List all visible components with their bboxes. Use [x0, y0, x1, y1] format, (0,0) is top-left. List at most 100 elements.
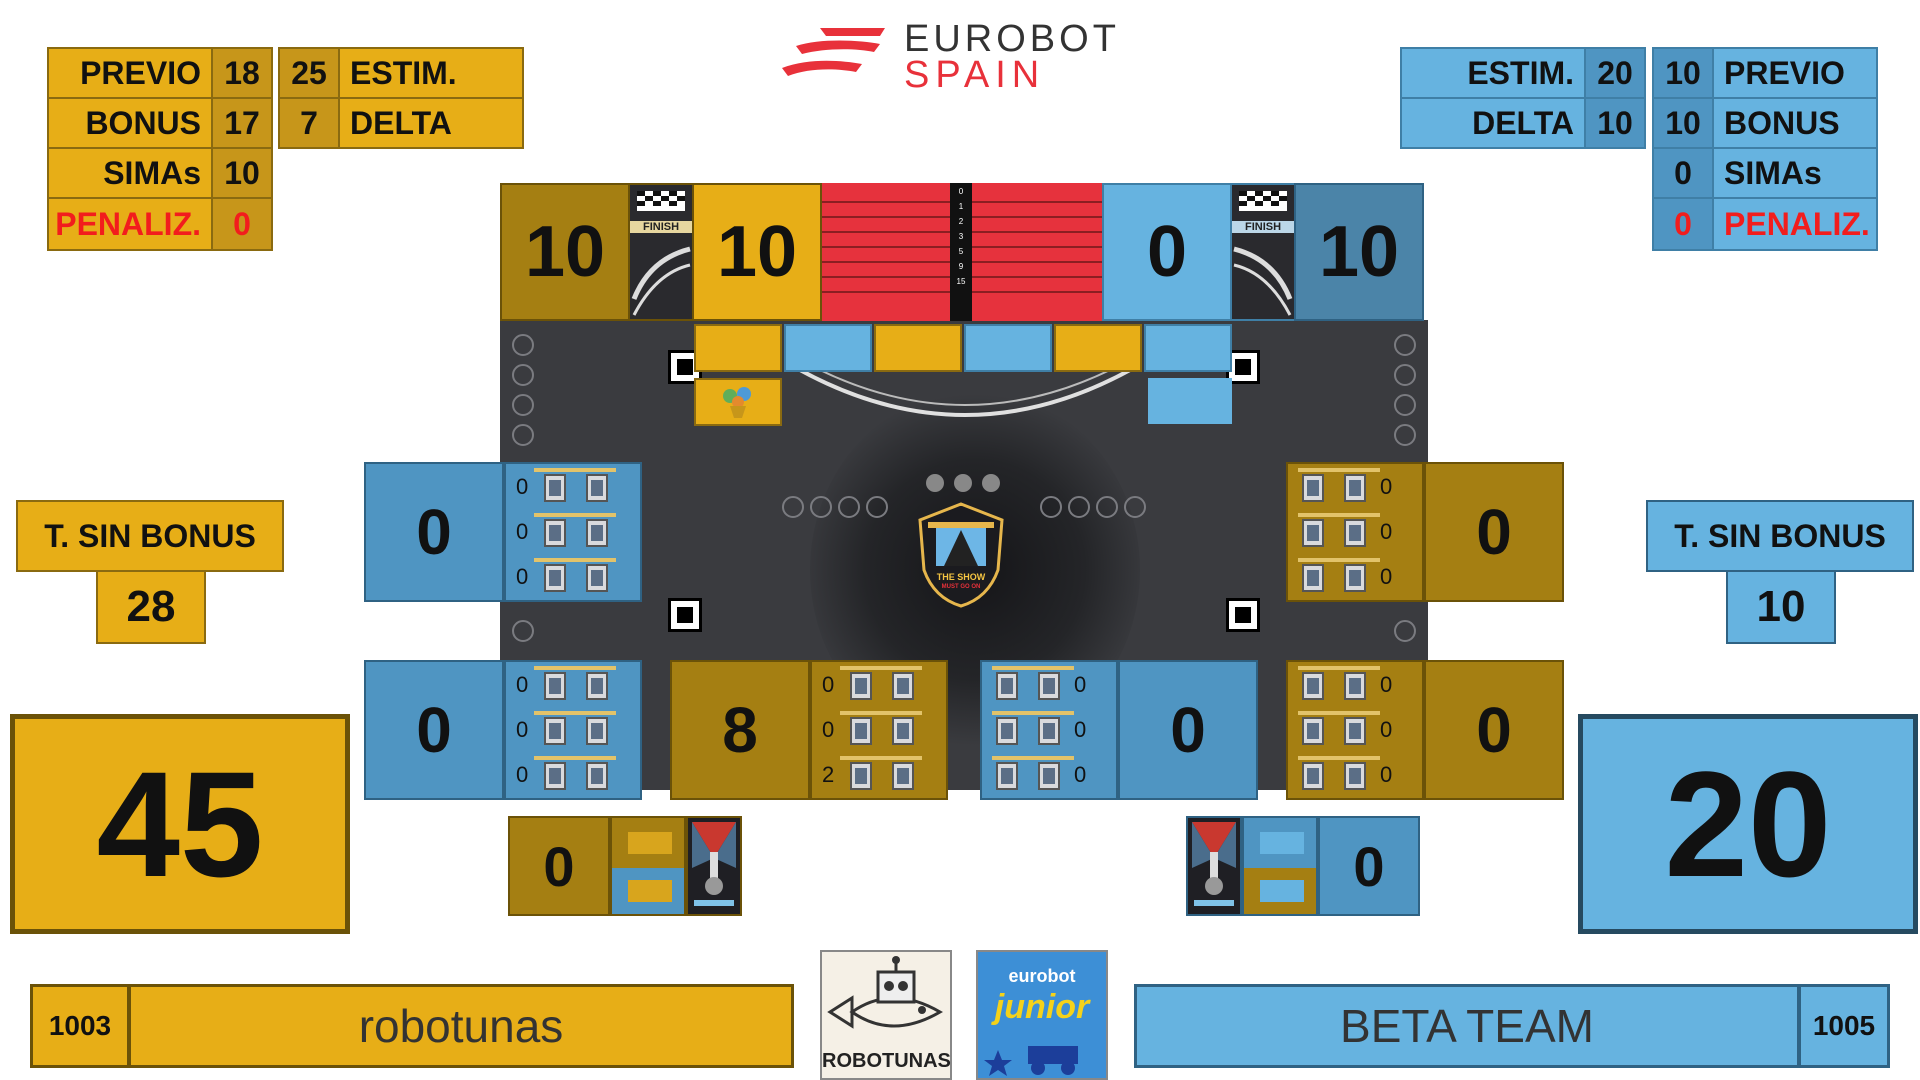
zone-bot-3-stacks: 0 0 0	[980, 660, 1118, 800]
right-penaliz-value: 0	[1652, 197, 1714, 251]
right-estim-value: 20	[1584, 47, 1646, 99]
cargo-slot-yellow-2	[874, 324, 962, 372]
left-total-value: 45	[96, 739, 264, 908]
field-marker	[512, 334, 534, 356]
zone-bot-2-stacks: 0 0 2	[810, 660, 948, 800]
pit-slot-yellow-2	[628, 880, 672, 902]
field-marker	[1096, 496, 1118, 518]
scale-tick: 9	[958, 262, 964, 271]
guitar-poster-icon	[1192, 822, 1236, 906]
blue-main-score-value: 0	[1146, 212, 1188, 292]
stack-row: 0	[516, 513, 616, 549]
left-sin-bonus-label-box: T. SIN BONUS	[16, 500, 284, 572]
field-marker	[1040, 496, 1062, 518]
robotunas-logo-text: ROBOTUNAS	[822, 1050, 951, 1072]
zone-bot-1-stacks: 0 0 0	[504, 660, 642, 800]
stack-row: 0	[992, 666, 1092, 702]
right-bonus-label: BONUS	[1712, 97, 1878, 149]
scale-tick: 1	[958, 202, 964, 211]
stack-count: 0	[516, 717, 529, 742]
zone-mid-right-value: 0	[1476, 496, 1512, 568]
stack-row: 0	[1298, 558, 1398, 594]
checkered-flag-icon	[1239, 191, 1287, 211]
field-marker	[1394, 394, 1416, 416]
field-marker	[1394, 364, 1416, 386]
left-bonus-value: 17	[211, 97, 273, 149]
right-delta-value: 10	[1584, 97, 1646, 149]
field-marker	[1394, 620, 1416, 642]
zone-bot-2-score: 8	[670, 660, 810, 800]
sponsor-icons	[918, 472, 1008, 494]
left-simas-value: 10	[211, 147, 273, 199]
shield-icon	[918, 502, 1004, 608]
zone-mid-left-stacks: 0 0 0	[504, 462, 642, 602]
eurobot-swoosh-icon	[782, 28, 885, 76]
stack-count: 0	[516, 672, 529, 697]
pit-left-card	[686, 816, 742, 916]
left-bonus-label: BONUS	[47, 97, 213, 149]
pit-slot-blue-2	[1260, 880, 1304, 902]
field-logo-title: THE SHOW	[936, 572, 986, 582]
scale-tick: 2	[958, 217, 964, 226]
stack-row: 0	[516, 711, 616, 747]
left-delta-value: 7	[278, 97, 340, 149]
stack-count: 0	[1380, 474, 1393, 499]
right-sin-bonus-label-box: T. SIN BONUS	[1646, 500, 1914, 572]
pit-right-value: 0	[1353, 834, 1385, 898]
stack-row: 0	[1298, 711, 1398, 747]
field-logo-subtitle: MUST GO ON	[941, 584, 981, 590]
stack-count: 0	[822, 717, 835, 742]
track-curve-icon	[631, 246, 691, 316]
stack-count: 0	[1380, 519, 1393, 544]
left-team-name: robotunas	[358, 1000, 564, 1052]
left-team-id-box: 1003	[30, 984, 130, 1068]
stack-count: 0	[1380, 717, 1393, 742]
cargo-slot-yellow-3	[1054, 324, 1142, 372]
left-simas-label: SIMAs	[47, 147, 213, 199]
left-penaliz-label: PENALIZ.	[47, 197, 213, 251]
track-curve-icon	[1233, 246, 1293, 316]
right-bonus-value: 10	[1652, 97, 1714, 149]
right-sin-bonus-label: T. SIN BONUS	[1674, 517, 1886, 554]
zone-mid-left-value: 0	[416, 496, 452, 568]
left-sin-bonus-box: 28	[96, 570, 206, 644]
left-team-id: 1003	[48, 1010, 112, 1041]
right-sin-bonus-value: 10	[1756, 582, 1806, 631]
zone-bot-2-value: 8	[722, 694, 758, 766]
zone-bot-4-stacks: 0 0 0	[1286, 660, 1424, 800]
left-sin-bonus-label: T. SIN BONUS	[44, 517, 256, 554]
left-sin-bonus-value: 28	[126, 582, 176, 631]
scale-tick: 0	[958, 187, 964, 196]
right-simas-label: SIMAs	[1712, 147, 1878, 199]
scale-tick: 5	[958, 247, 964, 256]
stack-row: 0	[1298, 468, 1398, 504]
robot-fish-icon	[827, 956, 943, 1029]
blue-finish-score-value: 10	[1318, 212, 1400, 292]
right-delta-label: DELTA	[1400, 97, 1586, 149]
cargo-slot-yellow-plants	[694, 378, 782, 426]
cargo-slot-blue-extra	[1148, 378, 1232, 424]
stack-count: 0	[1380, 564, 1393, 589]
blue-main-score: 0	[1102, 183, 1232, 321]
zone-bot-4-score: 0	[1424, 660, 1564, 800]
stack-row: 0	[516, 666, 616, 702]
zone-bot-4-value: 0	[1476, 694, 1512, 766]
stack-count: 0	[1380, 762, 1393, 787]
field-marker	[512, 394, 534, 416]
field-marker	[810, 496, 832, 518]
stack-row: 2	[822, 756, 922, 792]
field-arc-decoration	[799, 368, 1131, 417]
field-marker	[512, 620, 534, 642]
eurobot-junior-logo: eurobot junior	[976, 950, 1108, 1080]
yellow-finish-label: FINISH	[630, 221, 692, 233]
right-estim-label: ESTIM.	[1400, 47, 1586, 99]
right-team-name-box: BETA TEAM	[1134, 984, 1800, 1068]
zone-bot-3-value: 0	[1170, 694, 1206, 766]
stack-row: 0	[516, 756, 616, 792]
field-marker	[866, 496, 888, 518]
stack-row: 0	[1298, 513, 1398, 549]
logo-eurobot-text: EUROBOT	[904, 18, 1120, 60]
guitar-poster-icon	[692, 822, 736, 906]
field-marker	[1394, 334, 1416, 356]
car-stars-icon	[984, 1046, 1078, 1076]
